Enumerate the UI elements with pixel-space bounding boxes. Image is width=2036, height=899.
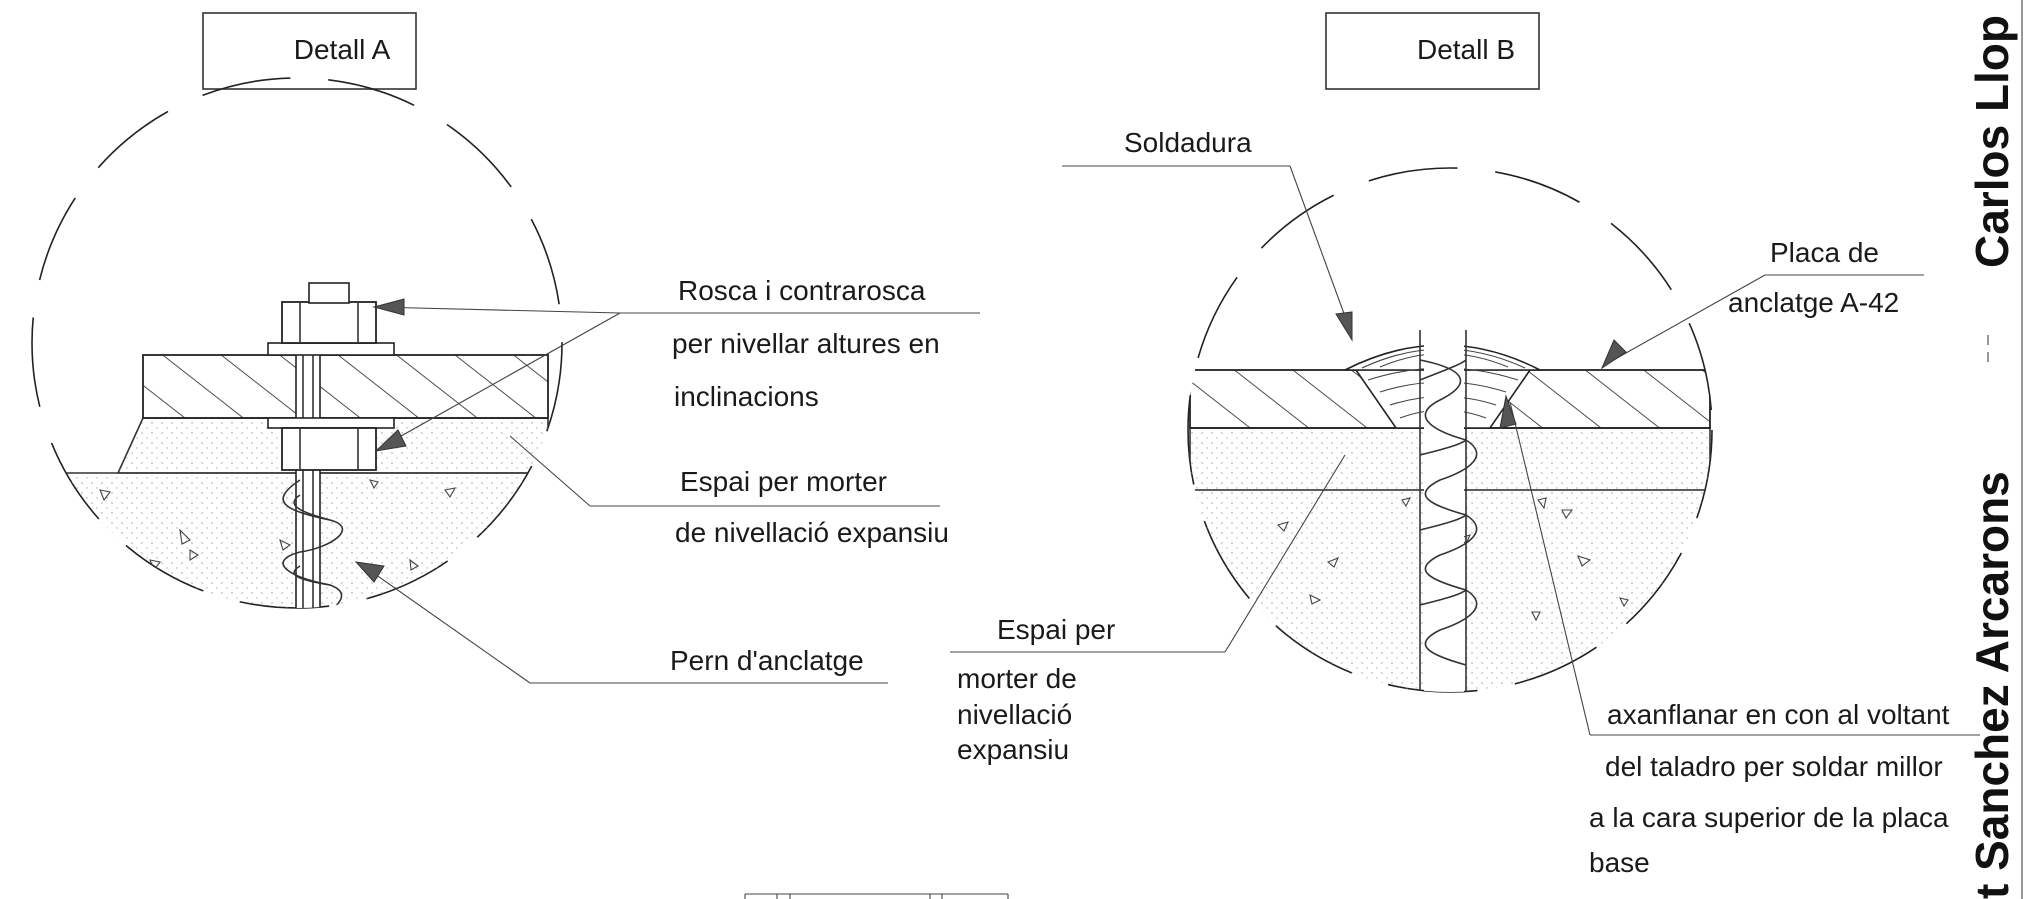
soldadura-label: Soldadura bbox=[1124, 127, 1252, 158]
title-block-name-1: Carlos Llop bbox=[1966, 15, 2018, 268]
espai-a-label-line1: Espai per morter bbox=[680, 466, 887, 497]
axan-label-line3: a la cara superior de la placa bbox=[1589, 802, 1949, 833]
upper-nut bbox=[281, 301, 377, 344]
detail-b-title-box bbox=[1325, 12, 1540, 90]
detail-b: Detall B bbox=[950, 12, 1980, 878]
aggregate-marks-b bbox=[1276, 497, 1629, 622]
lower-nut bbox=[281, 427, 377, 471]
espai-b-label-line2: morter de bbox=[957, 663, 1077, 694]
placa-label-line1: Placa de bbox=[1770, 237, 1879, 268]
detail-a-title-box bbox=[202, 12, 417, 90]
spiral-rebar bbox=[282, 479, 344, 608]
espai-b-label-line1: Espai per bbox=[997, 614, 1115, 645]
detail-a-title: Detall A bbox=[294, 34, 391, 65]
rosca-label-line1: Rosca i contrarosca bbox=[678, 275, 926, 306]
rosca-label-line3: inclinacions bbox=[674, 381, 819, 412]
anchor-bar-b bbox=[1424, 330, 1464, 692]
detail-a-section bbox=[32, 282, 562, 608]
placa-label-line2: anclatge A-42 bbox=[1728, 287, 1899, 318]
detail-a: Detall A bbox=[31, 12, 980, 684]
espai-b-label-line4: expansiu bbox=[957, 734, 1069, 765]
espai-b-label-line3: nivellació bbox=[957, 699, 1072, 730]
axan-label-line1: axanflanar en con al voltant bbox=[1607, 699, 1950, 730]
base-plate bbox=[142, 354, 549, 419]
title-block: Carlos Llop t Sanchez Arcarons bbox=[1966, 0, 2023, 899]
rosca-label-line2: per nivellar altures en bbox=[672, 328, 940, 359]
bottom-frame-fragment bbox=[744, 893, 1009, 899]
pern-label: Pern d'anclatge bbox=[670, 645, 864, 676]
axan-label-line4: base bbox=[1589, 847, 1650, 878]
axan-label-line2: del taladro per soldar millor bbox=[1605, 751, 1943, 782]
detail-b-section bbox=[1189, 330, 1711, 692]
espai-a-label-line2: de nivellació expansiu bbox=[675, 517, 949, 548]
title-block-name-2: t Sanchez Arcarons bbox=[1966, 471, 2018, 899]
detail-b-title: Detall B bbox=[1417, 34, 1515, 65]
